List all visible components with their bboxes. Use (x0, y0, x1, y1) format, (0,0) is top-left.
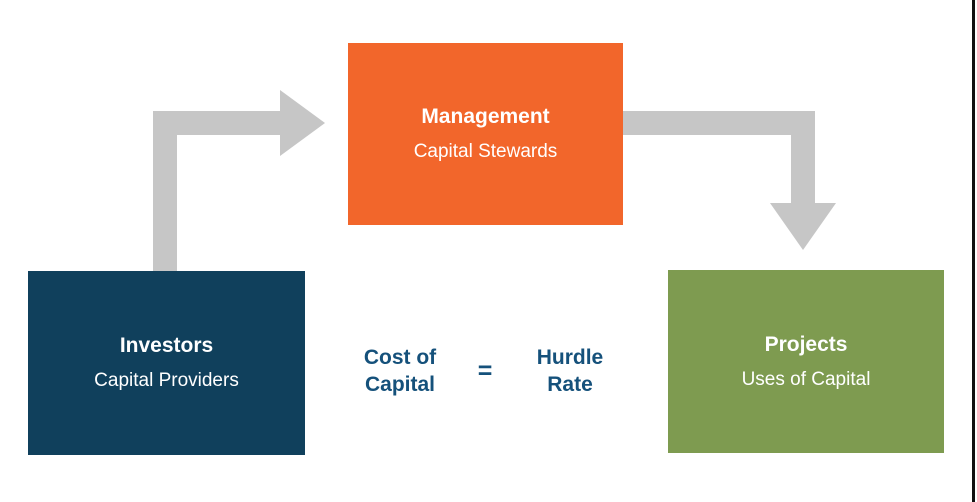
investors-title: Investors (119, 334, 214, 357)
investors-subtitle: Capital Providers (94, 370, 239, 392)
projects-title: Projects (764, 332, 848, 356)
page-edge-line (972, 0, 975, 502)
investors-node: Investors Capital Providers (28, 271, 305, 455)
projects-subtitle: Uses of Capital (741, 368, 871, 390)
equation-rhs-line2: Rate (547, 373, 593, 396)
arrow-management-to-projects-shaft-horizontal (623, 111, 815, 135)
equation-lhs-line1: Cost of (363, 346, 437, 369)
projects-node: Projects Uses of Capital (668, 270, 944, 453)
arrow-investors-to-management-shaft-vertical (153, 112, 177, 271)
equation-lhs-line2: Capital (364, 373, 435, 396)
equation-rhs: Hurdle Rate (500, 331, 640, 411)
arrow-investors-to-management-shaft-horizontal (153, 111, 280, 135)
equation-equals-sign: = (477, 356, 493, 385)
equation-lhs: Cost of Capital (330, 331, 470, 411)
management-node: Management Capital Stewards (348, 43, 623, 225)
arrow-right-head-icon (280, 90, 325, 156)
arrow-down-head-icon (770, 203, 836, 250)
management-title: Management (421, 105, 550, 128)
management-subtitle: Capital Stewards (413, 141, 558, 163)
equation-rhs-line1: Hurdle (536, 346, 604, 369)
arrow-management-to-projects-shaft-vertical (791, 111, 815, 203)
